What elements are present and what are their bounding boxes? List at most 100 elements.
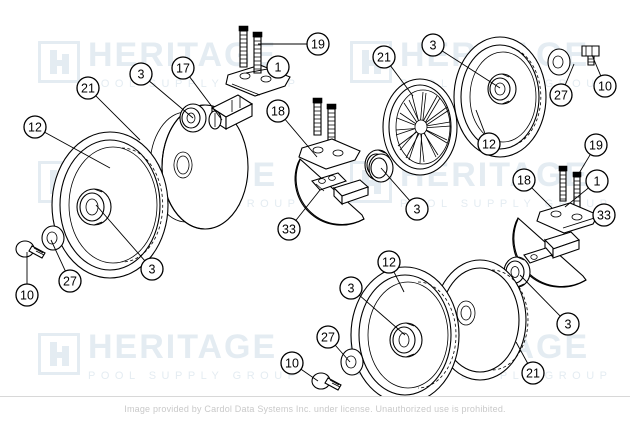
callout-bubble[interactable]: [584, 133, 608, 157]
callout-21[interactable]: 21: [521, 361, 545, 385]
callout-18[interactable]: 18: [512, 168, 536, 192]
callout-leader-line: [44, 131, 111, 169]
callout-12[interactable]: 12: [23, 115, 47, 139]
callout-bubble[interactable]: [129, 62, 153, 86]
callout-19[interactable]: 19: [584, 133, 608, 157]
assembly-upper-left: [15, 104, 249, 279]
callout-bubble[interactable]: [23, 115, 47, 139]
callout-bubble[interactable]: [377, 250, 401, 274]
callout-leader-line: [515, 341, 529, 364]
callout-27[interactable]: 27: [316, 325, 340, 349]
callout-bubble[interactable]: [316, 325, 340, 349]
callout-number: 21: [377, 51, 391, 65]
callout-bubble[interactable]: [556, 312, 580, 336]
callout-3[interactable]: 3: [129, 62, 153, 86]
callout-bubble[interactable]: [76, 76, 100, 100]
callout-leader-line: [564, 63, 575, 86]
callout-27[interactable]: 27: [58, 269, 82, 293]
callout-number: 27: [554, 89, 568, 103]
callout-leader-line: [95, 95, 141, 141]
callout-10[interactable]: 10: [15, 283, 39, 307]
callout-leader-line: [475, 109, 486, 134]
callout-33[interactable]: 33: [277, 217, 301, 241]
callout-leader-line: [95, 204, 146, 262]
callout-leader-line: [531, 187, 553, 209]
callout-bubble[interactable]: [15, 283, 39, 307]
callout-number: 3: [430, 39, 437, 53]
part-wheel-12-upper-right: [453, 36, 547, 158]
callout-leader-line: [334, 344, 351, 363]
callout-bubble[interactable]: [171, 56, 195, 80]
callout-number: 10: [598, 80, 612, 94]
callout-bubble[interactable]: [592, 203, 616, 227]
part-bolt-10-lower: [311, 372, 342, 391]
callout-3[interactable]: 3: [339, 276, 363, 300]
callout-number: 3: [565, 318, 572, 332]
callout-bubble[interactable]: [339, 276, 363, 300]
callout-number: 18: [517, 174, 531, 188]
callout-18[interactable]: 18: [266, 99, 290, 123]
callout-leader-line: [284, 119, 318, 158]
callout-27[interactable]: 27: [549, 83, 573, 107]
part-bolt-10-left: [15, 240, 46, 259]
footer-bar: Image provided by Cardol Data Systems In…: [0, 396, 630, 421]
callout-19[interactable]: 19: [306, 32, 330, 56]
callout-number: 33: [597, 209, 611, 223]
callout-10[interactable]: 10: [280, 351, 304, 375]
callout-12[interactable]: 12: [377, 250, 401, 274]
callout-bubble[interactable]: [280, 351, 304, 375]
callout-bubble[interactable]: [277, 217, 301, 241]
callout-bubble[interactable]: [512, 168, 536, 192]
callout-1[interactable]: 1: [585, 169, 609, 193]
callout-bubble[interactable]: [58, 269, 82, 293]
callout-number: 18: [271, 105, 285, 119]
callout-number: 10: [20, 289, 34, 303]
callout-leader-line: [189, 76, 223, 121]
callout-bubble[interactable]: [477, 132, 501, 156]
callout-number: 1: [275, 61, 282, 75]
callout-bubble[interactable]: [549, 83, 573, 107]
callout-12[interactable]: 12: [477, 132, 501, 156]
callout-3[interactable]: 3: [421, 33, 445, 57]
callout-number: 19: [311, 38, 325, 52]
callout-leader-line: [591, 54, 602, 77]
callout-leader-line: [50, 239, 66, 272]
callout-bubble[interactable]: [266, 99, 290, 123]
callout-bubble[interactable]: [521, 361, 545, 385]
callout-10[interactable]: 10: [593, 74, 617, 98]
part-hub-3-upper-right: [487, 73, 517, 105]
assembly-upper-right: [368, 36, 600, 183]
callout-bubble[interactable]: [405, 197, 429, 221]
part-scraper-mount-pad: [311, 172, 348, 192]
callout-21[interactable]: 21: [372, 45, 396, 69]
callout-33[interactable]: 33: [592, 203, 616, 227]
callout-leader-line: [564, 187, 589, 208]
callout-21[interactable]: 21: [76, 76, 100, 100]
callout-3[interactable]: 3: [140, 257, 164, 281]
part-washer-27-lower: [340, 348, 364, 376]
callout-number: 3: [138, 68, 145, 82]
callout-bubble[interactable]: [372, 45, 396, 69]
callout-number: 17: [176, 62, 190, 76]
callout-bubble[interactable]: [585, 169, 609, 193]
callout-3[interactable]: 3: [405, 197, 429, 221]
spokes: [395, 91, 452, 164]
callout-1[interactable]: 1: [266, 55, 290, 79]
callout-leader-line: [577, 154, 591, 176]
callout-leader-line: [519, 274, 561, 317]
part-hub-3-lower-center: [389, 322, 423, 358]
callout-bubble[interactable]: [266, 55, 290, 79]
callout-bubble[interactable]: [421, 33, 445, 57]
callout-17[interactable]: 17: [171, 56, 195, 80]
callout-leader-line: [300, 368, 319, 382]
callout-leader-line: [380, 167, 411, 202]
callout-bubble[interactable]: [593, 74, 617, 98]
callout-3[interactable]: 3: [556, 312, 580, 336]
callout-bubble[interactable]: [140, 257, 164, 281]
callout-leader-line: [442, 50, 501, 89]
callout-bubble[interactable]: [306, 32, 330, 56]
callout-leader-line: [562, 217, 594, 229]
